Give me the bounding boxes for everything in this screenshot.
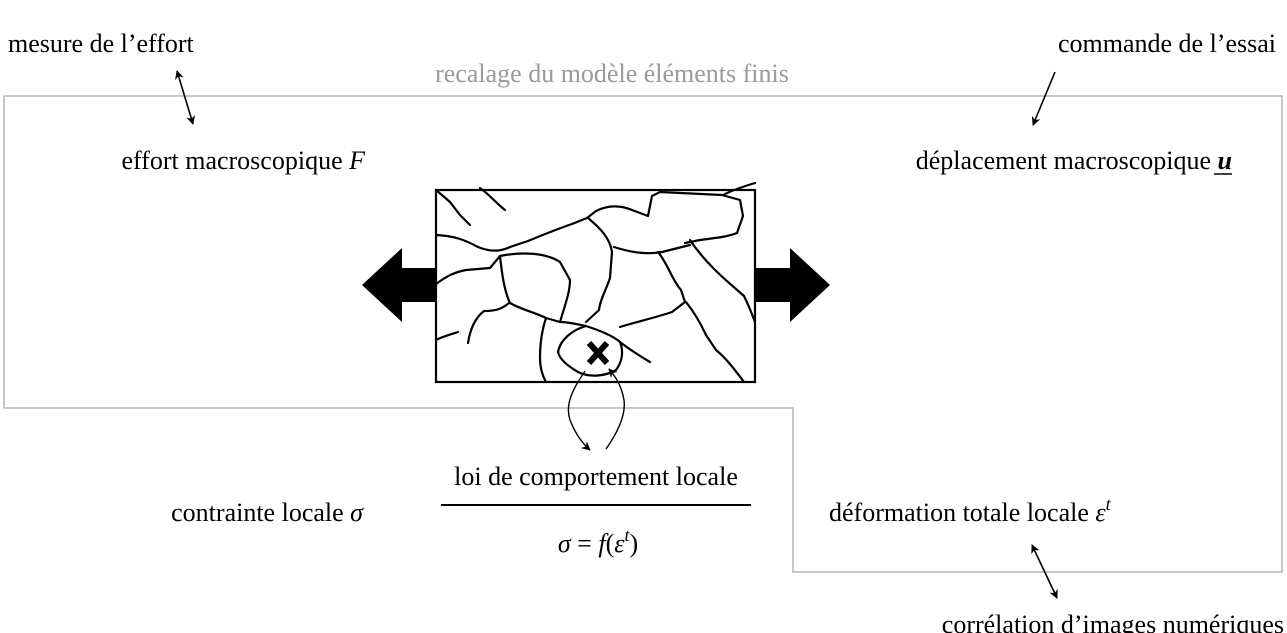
test-control-arrow [1031,71,1056,126]
fe-update-label: recalage du modèle éléments finis [435,59,789,88]
constitutive-law-equation: σ = f(εt) [558,525,638,558]
constitutive-law-title: loi de comportement locale [454,462,738,491]
macro-displacement-label: déplacement macroscopique u [916,146,1232,175]
test-control-label: commande de l’essai [1058,29,1276,58]
local-strain-label: déformation totale locale εt [829,494,1112,527]
strain-to-law-arrow [567,370,591,451]
force-measure-label: mesure de l’effort [8,29,195,58]
dic-arrow [1031,544,1058,599]
polycrystal-specimen [434,181,757,384]
dic-label: corrélation d’images numériques [942,610,1284,633]
fe-update-loop [3,95,1283,573]
right-block-arrow-icon [756,248,830,322]
law-to-stress-arrow [605,368,625,450]
local-stress-label: contrainte locale σ [171,498,364,527]
specimen-frame [434,188,757,384]
left-block-arrow-icon [362,248,436,322]
material-point-cross-icon [586,340,610,366]
force-measure-arrow [175,70,195,125]
macro-force-label: effort macroscopique F [121,146,366,175]
